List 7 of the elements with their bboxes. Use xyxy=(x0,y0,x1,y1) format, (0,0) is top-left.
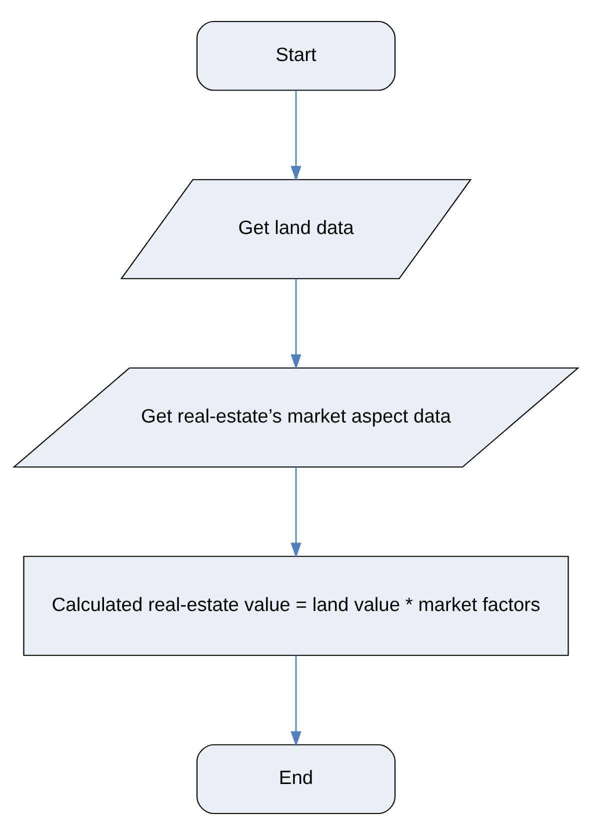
arrow xyxy=(290,466,302,558)
node-box: Start xyxy=(196,20,396,90)
arrow xyxy=(290,90,302,181)
arrow xyxy=(290,278,302,370)
node-box: End xyxy=(196,744,396,814)
arrow xyxy=(290,655,302,746)
node-box: Calculated real-estate value = land value * market factors xyxy=(23,555,569,656)
